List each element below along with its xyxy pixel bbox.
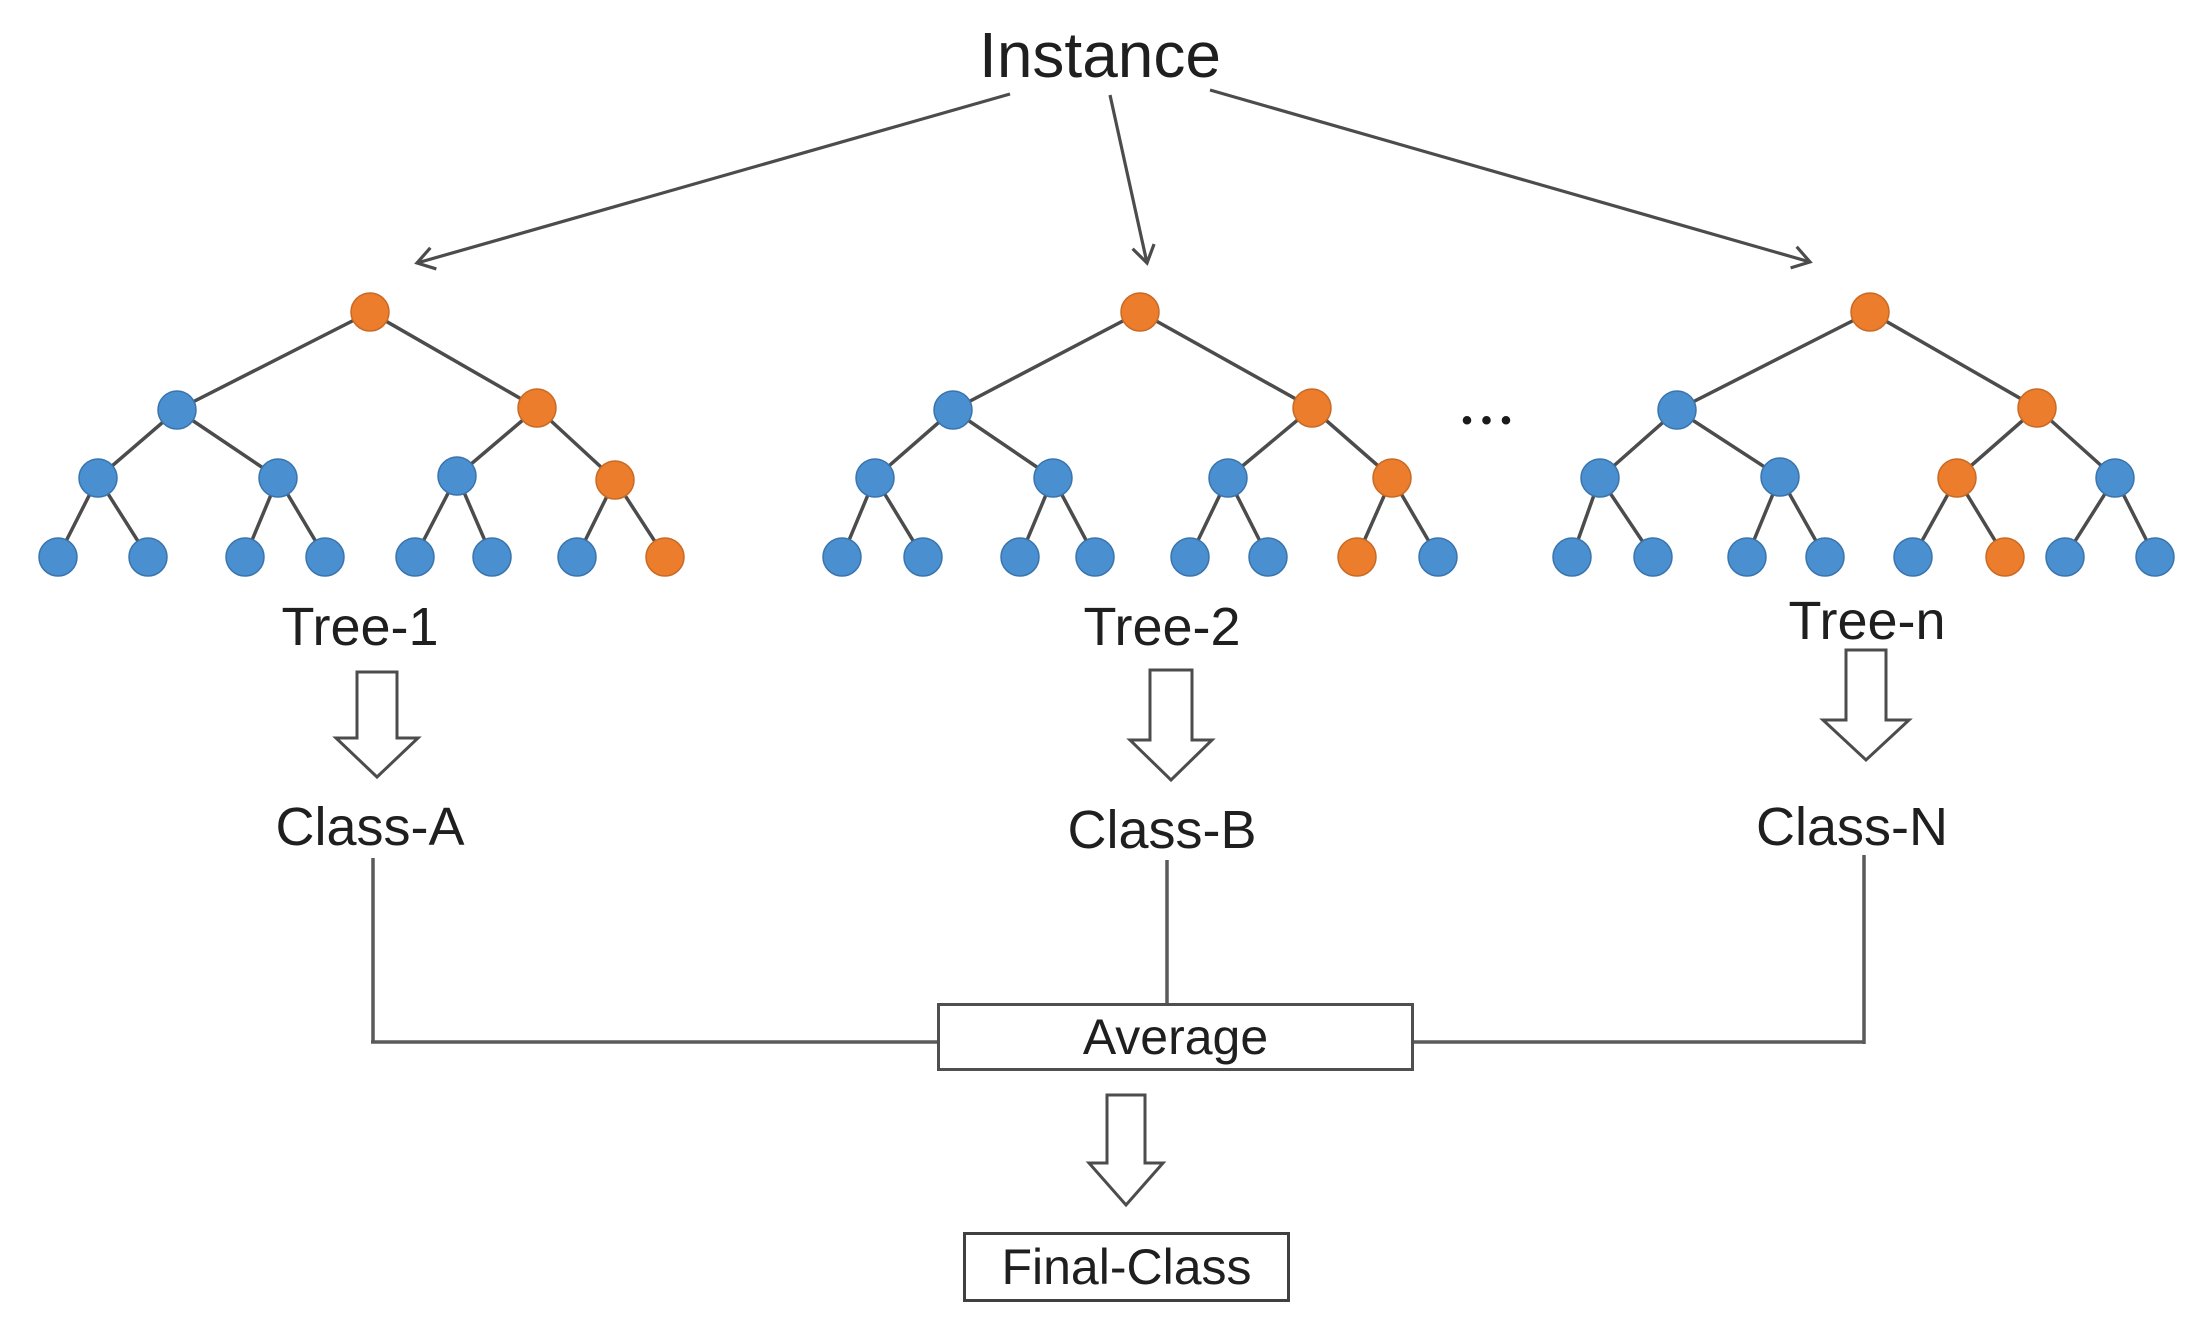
tree-node: [1418, 537, 1458, 577]
instance-arrow: [1108, 94, 1156, 266]
tree-node: [822, 537, 862, 577]
down-block-arrow-tree-2: [1126, 668, 1216, 783]
tree-edge: [176, 310, 371, 412]
tree-node: [1657, 390, 1697, 430]
tree-node: [350, 292, 390, 332]
tree-n-label: Tree-n: [1788, 591, 1946, 651]
down-block-arrow-tree-3: [1819, 648, 1913, 763]
final-class-box: Final-Class: [963, 1232, 1290, 1302]
tree-node: [1727, 537, 1767, 577]
tree-node: [933, 390, 973, 430]
tree-edge: [1139, 310, 1313, 410]
tree-node: [1372, 458, 1412, 498]
tree-node: [1292, 388, 1332, 428]
tree-node: [2045, 537, 2085, 577]
tree-node: [225, 537, 265, 577]
tree-node: [128, 537, 168, 577]
tree-edge: [1869, 310, 2038, 410]
tree-node: [395, 537, 435, 577]
tree-2-label: Tree-2: [1083, 597, 1241, 657]
final-class-box-label: Final-Class: [1001, 1239, 1252, 1295]
instance-arrow: [1209, 88, 1813, 270]
tree-edge: [176, 408, 279, 480]
tree-node: [903, 537, 943, 577]
tree-node: [2095, 458, 2135, 498]
tree-node: [595, 460, 635, 500]
tree-node: [2017, 388, 2057, 428]
tree-node: [1985, 537, 2025, 577]
tree-node: [2135, 537, 2175, 577]
tree-node: [1633, 537, 1673, 577]
class-a-label: Class-A: [275, 797, 465, 857]
tree-node: [1248, 537, 1288, 577]
average-box-label: Average: [1082, 1009, 1269, 1065]
tree-node: [1937, 458, 1977, 498]
tree-node: [1893, 537, 1933, 577]
down-block-arrow-final: [1085, 1093, 1167, 1208]
down-block-arrow-tree-1: [332, 670, 422, 780]
tree-node: [645, 537, 685, 577]
tree-node: [1120, 292, 1160, 332]
tree-node: [1580, 458, 1620, 498]
tree-node: [472, 537, 512, 577]
page-title: Instance: [979, 19, 1221, 91]
tree-node: [78, 458, 118, 498]
tree-node: [1805, 537, 1845, 577]
tree-node: [1075, 537, 1115, 577]
class-b-label: Class-B: [1067, 800, 1257, 860]
tree-edge: [1676, 408, 1781, 479]
tree-edge: [952, 310, 1141, 412]
average-box: Average: [937, 1003, 1414, 1071]
tree-1-label: Tree-1: [281, 597, 439, 657]
tree-node: [1000, 537, 1040, 577]
tree-node: [1337, 537, 1377, 577]
class-n-label: Class-N: [1755, 797, 1949, 857]
tree-edge: [1676, 310, 1871, 412]
tree-node: [305, 537, 345, 577]
tree-node: [1552, 537, 1592, 577]
tree-node: [1170, 537, 1210, 577]
tree-edge: [952, 408, 1054, 480]
tree-node: [557, 537, 597, 577]
tree-node: [1208, 458, 1248, 498]
ellipsis-dots: •••: [1461, 404, 1521, 437]
tree-node: [517, 388, 557, 428]
instance-arrow: [414, 92, 1011, 271]
tree-node: [258, 458, 298, 498]
tree-node: [1033, 458, 1073, 498]
tree-node: [855, 458, 895, 498]
tree-node: [437, 456, 477, 496]
tree-node: [38, 537, 78, 577]
tree-node: [1850, 292, 1890, 332]
tree-edge: [369, 310, 538, 410]
tree-node: [157, 390, 197, 430]
tree-node: [1760, 457, 1800, 497]
